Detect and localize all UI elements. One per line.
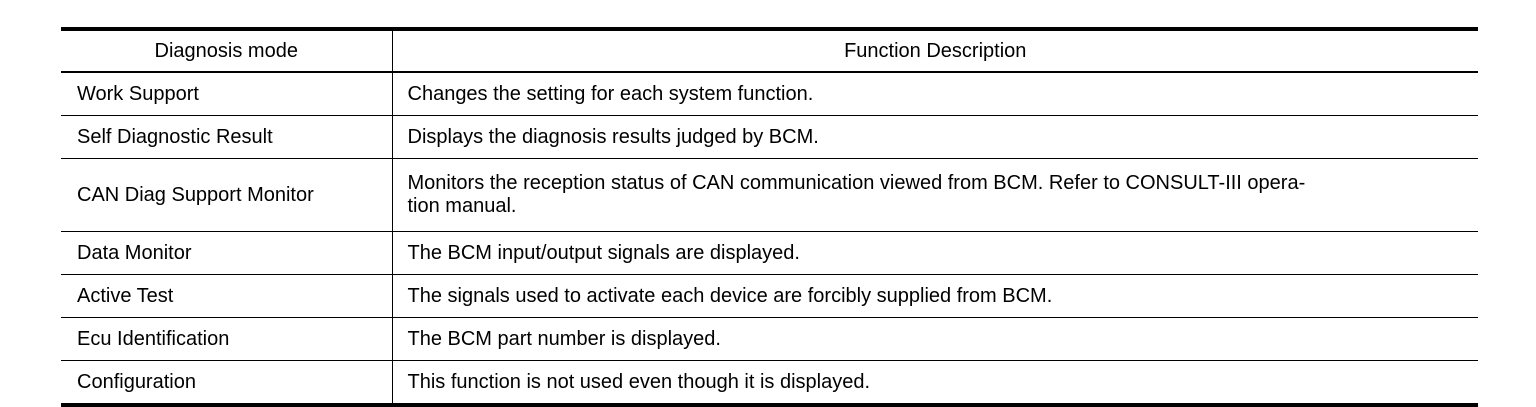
description-cell: The BCM input/output signals are display… <box>391 231 1478 275</box>
header-diagnosis-mode: Diagnosis mode <box>61 27 392 73</box>
table-row: CAN Diag Support Monitor Monitors the re… <box>61 158 1478 232</box>
description-cell: This function is not used even though it… <box>391 360 1478 407</box>
description-line-1: Monitors the reception status of CAN com… <box>407 172 1306 194</box>
mode-cell: Configuration <box>61 360 392 407</box>
table-row: Self Diagnostic Result Displays the diag… <box>61 115 1478 159</box>
diagnosis-mode-table-container: Diagnosis mode Function Description Work… <box>61 27 1478 407</box>
diagnosis-mode-table: Diagnosis mode Function Description Work… <box>61 27 1478 407</box>
table-row: Active Test The signals used to activate… <box>61 274 1478 318</box>
table-row: Work Support Changes the setting for eac… <box>61 72 1478 116</box>
mode-cell: Data Monitor <box>61 231 392 275</box>
table-body: Work Support Changes the setting for eac… <box>61 72 1478 407</box>
mode-cell: Active Test <box>61 274 392 318</box>
table-row: Data Monitor The BCM input/output signal… <box>61 231 1478 275</box>
table-header: Diagnosis mode Function Description <box>61 27 1478 73</box>
mode-cell: CAN Diag Support Monitor <box>61 158 392 232</box>
header-row: Diagnosis mode Function Description <box>61 27 1478 73</box>
description-line-2: tion manual. <box>407 195 517 217</box>
description-cell: The signals used to activate each device… <box>391 274 1478 318</box>
description-cell: Displays the diagnosis results judged by… <box>391 115 1478 159</box>
description-cell: The BCM part number is displayed. <box>391 317 1478 361</box>
description-cell: Monitors the reception status of CAN com… <box>391 158 1478 232</box>
table-row: Configuration This function is not used … <box>61 360 1478 407</box>
mode-cell: Work Support <box>61 72 392 116</box>
description-cell: Changes the setting for each system func… <box>391 72 1478 116</box>
mode-cell: Self Diagnostic Result <box>61 115 392 159</box>
mode-cell: Ecu Identification <box>61 317 392 361</box>
header-function-description: Function Description <box>391 27 1478 73</box>
table-row: Ecu Identification The BCM part number i… <box>61 317 1478 361</box>
